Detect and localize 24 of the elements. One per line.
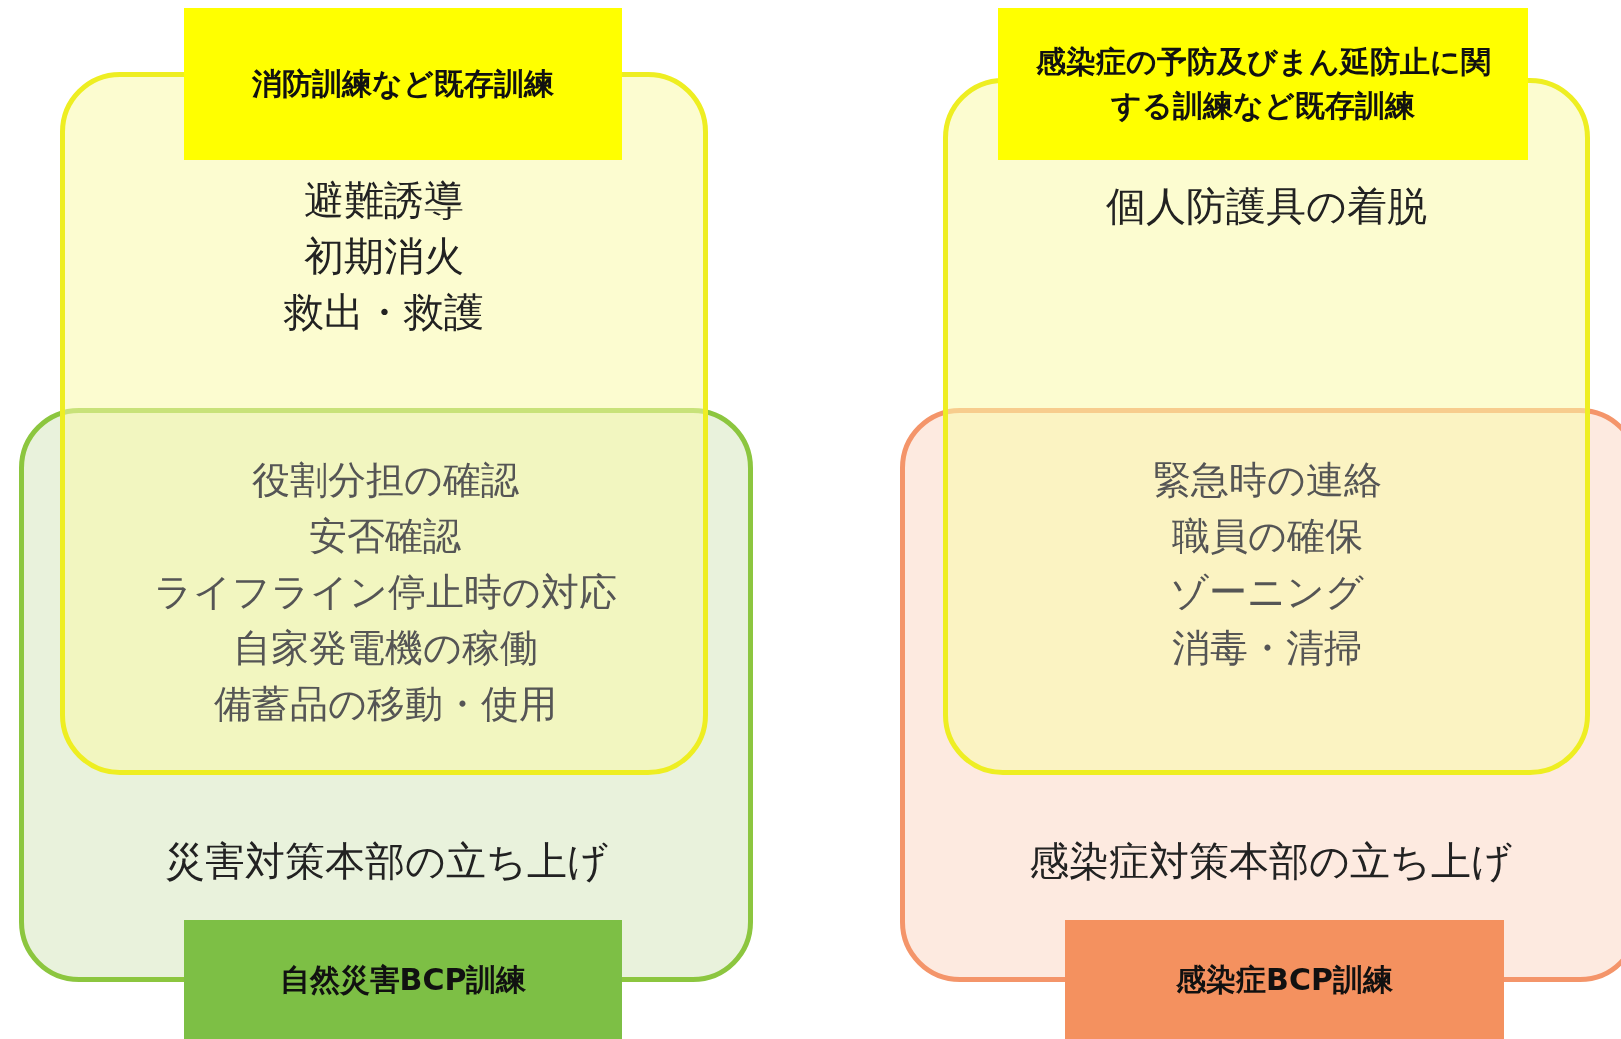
item-text: 避難誘導 bbox=[304, 176, 464, 225]
item-text: 職員の確保 bbox=[1171, 513, 1363, 560]
item-text: 災害対策本部の立ち上げ bbox=[164, 837, 608, 886]
heading-text: 感染症BCP訓練 bbox=[1176, 960, 1393, 999]
item-text: ライフライン停止時の対応 bbox=[153, 569, 617, 616]
item-text: 緊急時の連絡 bbox=[1152, 457, 1382, 504]
item-text: 初期消火 bbox=[304, 232, 464, 281]
item-text: ゾーニング bbox=[1170, 569, 1364, 616]
heading-text: 感染症の予防及びまん延防止に関する訓練など既存訓練 bbox=[1034, 43, 1492, 125]
tag-box bbox=[184, 920, 622, 1039]
item-text: 自家発電機の稼働 bbox=[232, 625, 538, 672]
tag-box bbox=[1065, 920, 1504, 1039]
item-text: 感染症対策本部の立ち上げ bbox=[1028, 837, 1512, 886]
tag-box bbox=[998, 8, 1528, 160]
tag-box bbox=[184, 8, 622, 160]
item-text: 安否確認 bbox=[309, 513, 461, 560]
item-text: 消毒・清掃 bbox=[1172, 625, 1362, 672]
item-text: 備蓄品の移動・使用 bbox=[213, 681, 557, 728]
item-text: 個人防護具の着脱 bbox=[1106, 182, 1427, 231]
heading-text: 消防訓練など既存訓練 bbox=[252, 65, 554, 103]
item-text: 役割分担の確認 bbox=[251, 457, 519, 504]
rounded-region bbox=[943, 78, 1590, 775]
item-text: 救出・救護 bbox=[284, 288, 484, 337]
heading-text: 自然災害BCP訓練 bbox=[279, 960, 527, 999]
